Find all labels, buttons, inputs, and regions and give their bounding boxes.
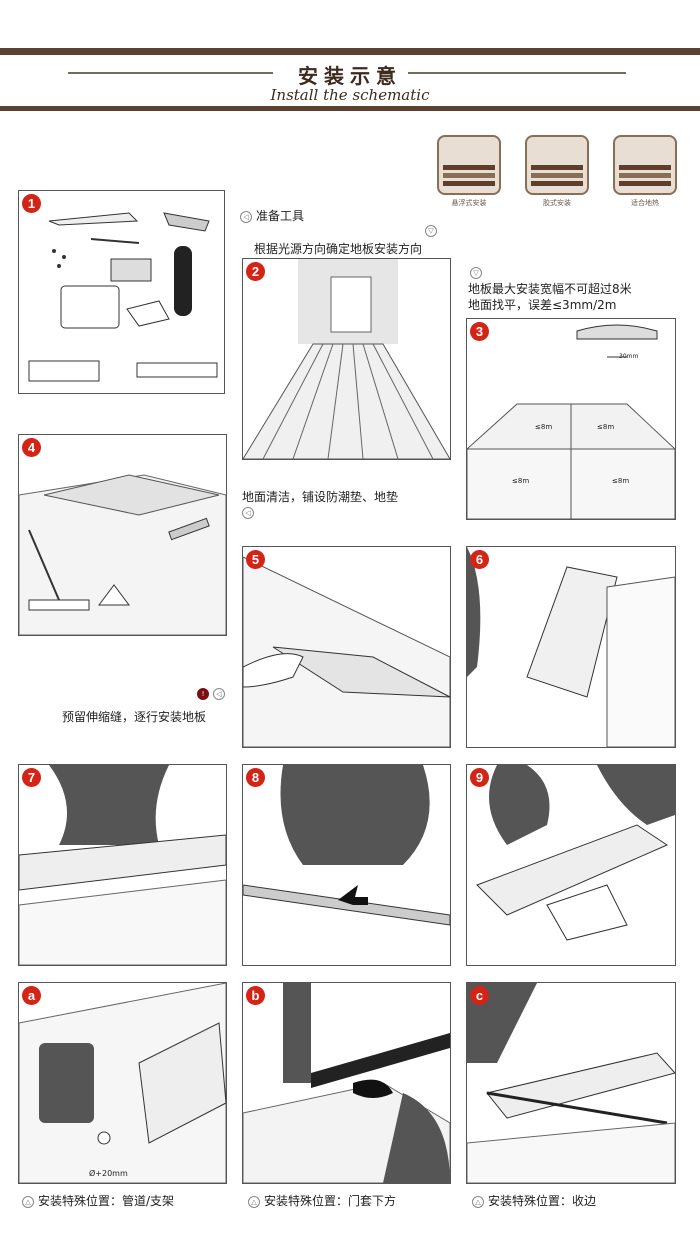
caption-width-icon-wrap: ▽ bbox=[470, 265, 486, 279]
step-number: 6 bbox=[470, 550, 489, 569]
triangle-left-icon: ◁ bbox=[213, 687, 225, 700]
badge-glue: 胶式安装 bbox=[525, 135, 589, 208]
caption-tools: ◁准备工具 bbox=[240, 207, 304, 224]
glue-install-icon bbox=[525, 135, 589, 195]
door-frame-illustration bbox=[243, 983, 450, 1183]
step-number: 1 bbox=[22, 194, 41, 213]
badge-label: 悬浮式安装 bbox=[451, 199, 487, 207]
panel-step-c: c bbox=[466, 982, 676, 1184]
step-number: 8 bbox=[246, 768, 265, 787]
triangle-down-icon: ▽ bbox=[470, 266, 482, 279]
panel-step-4: 4 bbox=[18, 434, 227, 636]
board-cutting-illustration bbox=[476, 765, 675, 941]
badge-label: 适合地热 bbox=[631, 199, 659, 207]
floating-install-icon bbox=[437, 135, 501, 195]
title-divider-left bbox=[68, 72, 273, 74]
triangle-icon: ◁ bbox=[240, 210, 252, 223]
panel-step-a: a Ø+20mm bbox=[18, 982, 227, 1184]
light-direction-illustration bbox=[243, 259, 450, 459]
caption-special-a: △安装特殊位置：管道/支架 bbox=[22, 1192, 174, 1209]
triangle-up-icon: △ bbox=[248, 1195, 260, 1208]
panel-step-3: 3 30mm ≤8m ≤8m ≤8m ≤8m bbox=[466, 318, 676, 520]
title-divider-right bbox=[408, 72, 626, 74]
badge-floating: 悬浮式安装 bbox=[437, 135, 501, 208]
caption-gap-icon-wrap: !◁ bbox=[197, 686, 229, 700]
caption-clean-icon-wrap: ◁ bbox=[242, 505, 258, 519]
caption-special-b: △安装特殊位置：门套下方 bbox=[248, 1192, 396, 1209]
info-icon: ! bbox=[197, 687, 209, 700]
caption-special-c: △安装特殊位置：收边 bbox=[472, 1192, 596, 1209]
edge-trim-illustration bbox=[467, 983, 675, 1183]
triangle-up-icon: △ bbox=[472, 1195, 484, 1208]
step-number: 9 bbox=[470, 768, 489, 787]
floor-cleaning-illustration bbox=[19, 474, 226, 635]
diameter-label: Ø+20mm bbox=[89, 1169, 128, 1178]
step-number: 7 bbox=[22, 768, 41, 787]
caption-width-2: 地面找平，误差≤3mm/2m bbox=[468, 298, 617, 312]
panel-step-b: b bbox=[242, 982, 451, 1184]
board-pressing-illustration bbox=[243, 765, 450, 926]
row-fitting-illustration bbox=[19, 765, 226, 965]
panel-step-1: 1 bbox=[18, 190, 225, 394]
panel-step-6: 6 bbox=[466, 546, 676, 748]
gap-label: 30mm bbox=[619, 353, 639, 360]
triangle-left-icon: ◁ bbox=[242, 506, 254, 519]
triangle-up-icon: △ bbox=[22, 1195, 34, 1208]
panel-step-8: 8 bbox=[242, 764, 451, 966]
triangle-down-icon: ▽ bbox=[425, 224, 437, 237]
caption-direction: 根据光源方向确定地板安装方向 bbox=[254, 242, 423, 256]
header-bottom-bar bbox=[0, 106, 700, 111]
zone-label: ≤8m bbox=[512, 477, 530, 485]
board-placement-illustration bbox=[243, 556, 450, 747]
step-number: 5 bbox=[246, 550, 265, 569]
step-number: 3 bbox=[470, 322, 489, 341]
tools-illustration bbox=[28, 212, 218, 382]
caption-clean: 地面清洁，铺设防潮垫、地垫 bbox=[242, 490, 399, 504]
badge-label: 胶式安装 bbox=[543, 199, 571, 207]
width-limit-illustration bbox=[467, 324, 675, 519]
step-number: b bbox=[246, 986, 265, 1005]
pipe-cutout-illustration bbox=[19, 983, 226, 1183]
step-number: a bbox=[22, 986, 41, 1005]
badge-heating: 适合地热 bbox=[613, 135, 677, 208]
step-number: 2 bbox=[246, 262, 265, 281]
board-click-illustration bbox=[467, 547, 675, 747]
caption-width-1: 地板最大安装宽幅不可超过8米 bbox=[468, 282, 632, 296]
page-subtitle: Install the schematic bbox=[270, 86, 430, 104]
page-title: 安装示意 bbox=[298, 64, 402, 88]
floor-heating-icon bbox=[613, 135, 677, 195]
step-number: c bbox=[470, 986, 489, 1005]
panel-step-2: 2 bbox=[242, 258, 451, 460]
header-top-bar bbox=[0, 48, 700, 55]
caption-gap: 预留伸缩缝，逐行安装地板 bbox=[62, 710, 207, 724]
zone-label: ≤8m bbox=[535, 423, 553, 431]
step-number: 4 bbox=[22, 438, 41, 457]
caption-direction-icon-wrap: ▽ bbox=[425, 223, 441, 237]
panel-step-7: 7 bbox=[18, 764, 227, 966]
panel-step-9: 9 bbox=[466, 764, 676, 966]
zone-label: ≤8m bbox=[597, 423, 615, 431]
zone-label: ≤8m bbox=[612, 477, 630, 485]
panel-step-5: 5 bbox=[242, 546, 451, 748]
